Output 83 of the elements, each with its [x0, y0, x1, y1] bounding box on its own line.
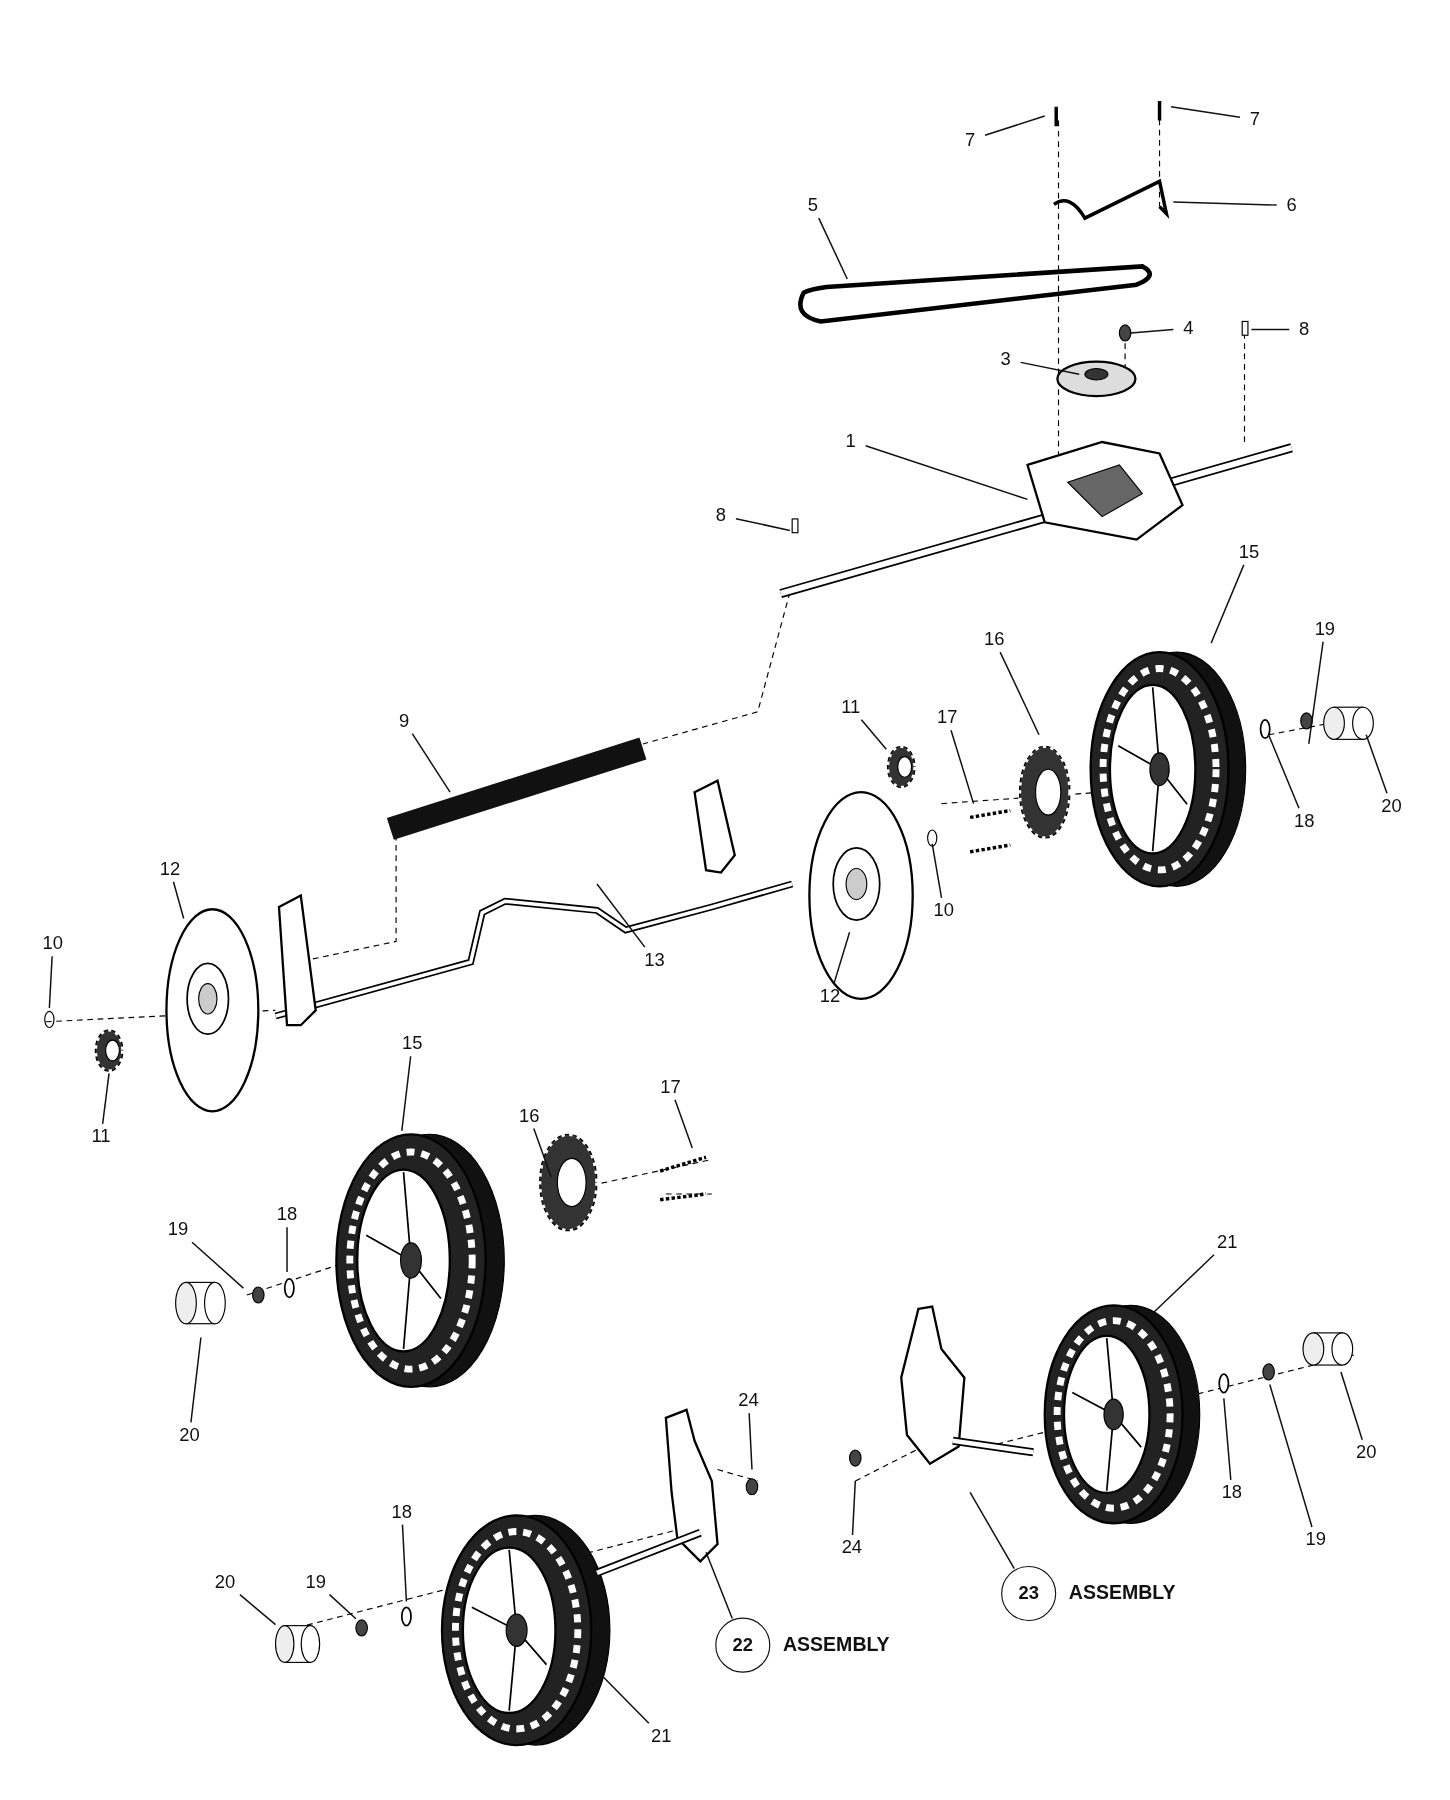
callout-number: 24	[731, 1388, 766, 1414]
assembly-label: ASSEMBLY	[783, 1633, 890, 1657]
callout-number: 1	[833, 428, 868, 454]
callout-number: 6	[1274, 192, 1309, 219]
leader-line	[984, 115, 1046, 136]
callout-number: 18	[269, 1202, 305, 1228]
leader-line	[1365, 734, 1388, 795]
leader-line	[705, 1551, 733, 1620]
callout-number: 15	[394, 1030, 430, 1057]
leader-line	[1340, 1371, 1363, 1441]
leader-line	[1269, 1383, 1313, 1528]
callout-number: 15	[1231, 539, 1267, 565]
callout-number: 11	[83, 1123, 119, 1150]
callout-number: 18	[1214, 1479, 1250, 1506]
callout-number: 20	[1348, 1439, 1384, 1465]
callout-number: 16	[512, 1103, 547, 1129]
callout-number: 20	[1374, 793, 1409, 819]
leader-line	[851, 1480, 857, 1536]
leader-line	[999, 651, 1040, 736]
callout-number: 22	[732, 1634, 753, 1656]
leader-line	[1210, 564, 1245, 644]
leader-line	[239, 1593, 277, 1626]
leader-line	[411, 732, 451, 793]
leader-line	[860, 719, 888, 750]
leader-line	[401, 1055, 412, 1132]
callout-number: 7	[1237, 106, 1273, 133]
callout-number: 10	[35, 931, 71, 957]
callout-number: 21	[1210, 1229, 1245, 1255]
callout-number: 20	[172, 1422, 207, 1448]
callout-number: 7	[952, 127, 988, 153]
callout-number: 17	[653, 1074, 688, 1100]
callout-number: 24	[834, 1534, 870, 1561]
leader-line	[101, 1072, 110, 1125]
leader-line	[818, 217, 848, 280]
callout-number: 17	[929, 704, 965, 731]
leader-line	[596, 883, 646, 948]
callout-number: 9	[386, 708, 422, 734]
leader-line	[1172, 201, 1278, 206]
leader-line	[969, 1491, 1015, 1570]
leader-line	[833, 931, 851, 985]
callout-number: 19	[298, 1569, 333, 1595]
leader-line	[1130, 328, 1175, 334]
leader-line	[931, 843, 943, 899]
leader-line	[328, 1593, 357, 1620]
leader-line	[191, 1241, 245, 1289]
leader-line	[1170, 106, 1241, 118]
callout-number: 13	[637, 947, 672, 973]
callout-number: 8	[703, 502, 739, 529]
callout-number: 16	[977, 626, 1012, 653]
leader-line	[286, 1226, 288, 1273]
leader-line	[401, 1523, 408, 1603]
leader-line	[748, 1412, 753, 1471]
leader-line	[1250, 328, 1290, 331]
callout-number: 23	[1018, 1583, 1039, 1604]
callout-number: 12	[152, 856, 188, 882]
callout-number: 8	[1287, 316, 1322, 343]
callout-number: 18	[1287, 808, 1322, 834]
leader-line	[1267, 734, 1300, 809]
callout-number: 3	[988, 346, 1023, 372]
leader-line	[735, 517, 791, 532]
leader-line	[864, 445, 1029, 501]
callout-number: 21	[644, 1723, 679, 1749]
assembly-label: ASSEMBLY	[1068, 1582, 1176, 1605]
callout-number: 19	[1307, 616, 1343, 642]
leader-line	[190, 1336, 202, 1424]
callout-number: 12	[812, 983, 848, 1010]
callout-number: 20	[207, 1569, 243, 1595]
callout-number: 18	[384, 1499, 420, 1525]
callout-number: 4	[1171, 315, 1206, 341]
callout-number: 11	[833, 694, 868, 720]
callout-number: 5	[795, 192, 831, 219]
leader-line	[1153, 1254, 1215, 1313]
leader-line	[172, 880, 185, 920]
leader-line	[1308, 641, 1324, 745]
callout-number: 19	[160, 1216, 196, 1243]
leader-line	[1019, 361, 1080, 375]
leader-line	[48, 955, 53, 1009]
leader-line	[674, 1099, 694, 1149]
leader-line	[533, 1127, 552, 1178]
callout-number: 10	[926, 897, 961, 924]
leader-line	[950, 729, 975, 805]
callout-number: 19	[1298, 1526, 1333, 1553]
leader-line	[1223, 1397, 1232, 1481]
